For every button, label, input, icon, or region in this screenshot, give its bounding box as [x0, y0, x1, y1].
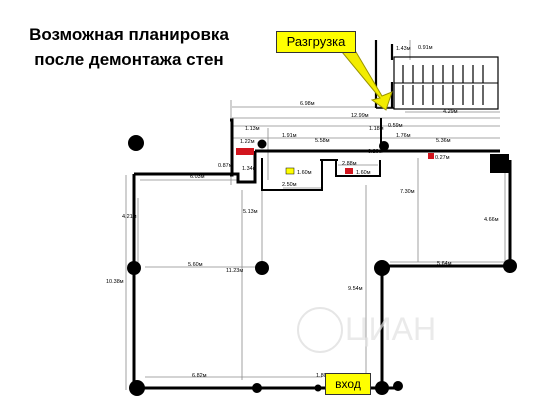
dimension-label: 6.03м: [190, 174, 205, 180]
watermark-logo: ЦИАН: [297, 307, 436, 353]
dimension-label: 1.13м: [245, 126, 260, 132]
dimension-label: 1.76м: [396, 133, 411, 139]
column-markers: [127, 135, 517, 396]
dimension-label: 6.98м: [300, 101, 315, 107]
unloading-label: Разгрузка: [276, 31, 356, 53]
interior-partitions: [261, 118, 382, 191]
dimension-label: 2.50м: [282, 182, 297, 188]
yellow-marker: [285, 167, 295, 175]
dimension-label: 1.22м: [240, 139, 255, 145]
dimension-label: 1.18м: [369, 126, 384, 132]
red-marker-center: [345, 168, 353, 174]
dimension-label: 0.27м: [435, 155, 450, 161]
red-marker-left: [236, 148, 254, 155]
staircase: [393, 56, 499, 110]
dimension-label: 1.80м: [316, 373, 331, 379]
dimension-label: 5.60м: [188, 262, 203, 268]
dimension-label: 6.82м: [192, 373, 207, 379]
title-line-2: после демонтажа стен: [34, 50, 224, 69]
svg-text:ЦИАН: ЦИАН: [345, 311, 436, 347]
dimension-label: 5.64м: [437, 261, 452, 267]
dimension-label: 2.88м: [342, 161, 357, 167]
dimension-label: 5.13м: [243, 209, 258, 215]
dimension-label: 12.99м: [351, 113, 369, 119]
dimension-label: 4.66м: [484, 217, 499, 223]
dimension-label: 1.60м: [297, 170, 312, 176]
red-marker-right: [428, 153, 434, 159]
dimension-label: 1.60м: [356, 170, 371, 176]
dimension-label: 1.43м: [396, 46, 411, 52]
dimension-label: 9.54м: [348, 286, 363, 292]
entrance-label: вход: [325, 373, 371, 395]
dimension-label: 7.30м: [400, 189, 415, 195]
dimension-labels: 6.98м 12.99м 1.43м 0.91м 4.29м 1.13м 1.1…: [106, 45, 499, 379]
dimension-label: 0.59м: [388, 123, 403, 129]
dimension-label: 1.91м: [282, 133, 297, 139]
title-line-1: Возможная планировка: [29, 25, 229, 44]
dimension-label: 11.23м: [226, 268, 243, 274]
dimension-label: 0.91м: [418, 45, 433, 51]
dimension-label: 0.87м: [218, 163, 233, 169]
dimension-label: 4.21м: [122, 214, 137, 220]
dimension-label: 0.29м: [368, 149, 383, 155]
dimension-label: 10.38м: [106, 279, 124, 285]
dimension-label: 5.58м: [315, 138, 330, 144]
unloading-arrow-icon: [340, 51, 393, 111]
dimension-lines: [125, 40, 510, 390]
dimension-label: 1.34м: [242, 166, 257, 172]
dimension-label: 5.36м: [436, 138, 451, 144]
dimension-label: 4.29м: [443, 109, 458, 115]
